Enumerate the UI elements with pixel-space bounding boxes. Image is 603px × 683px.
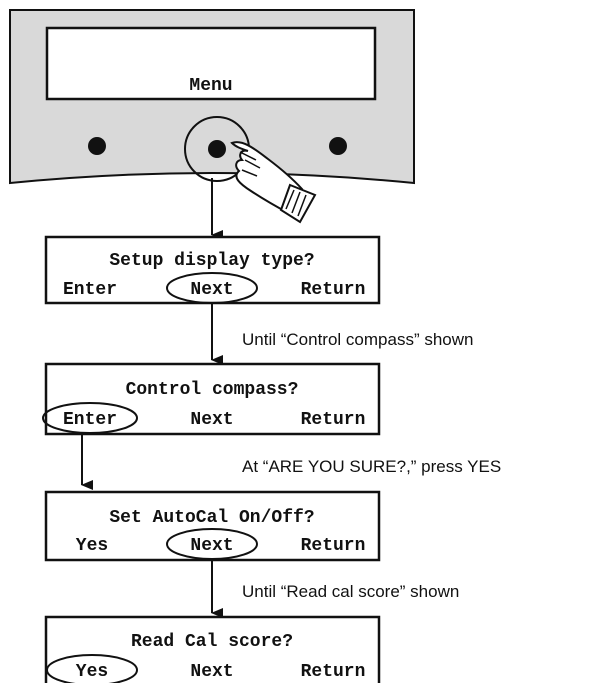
note-read-cal-score: Until “Read cal score” shown <box>242 582 459 601</box>
next-option-highlight-ring <box>166 272 258 304</box>
yes-option-highlight-ring <box>46 654 138 683</box>
yes-option[interactable]: Yes <box>76 662 108 682</box>
center-button[interactable] <box>208 140 226 158</box>
enter-option-highlight-ring <box>42 402 138 434</box>
device-panel: Menu <box>9 9 415 185</box>
next-option[interactable]: Next <box>190 280 233 300</box>
yes-option[interactable]: Yes <box>76 536 108 556</box>
left-button[interactable] <box>88 137 106 155</box>
pointing-hand-icon <box>230 141 317 224</box>
screen-set-autocal: Set AutoCal On/Off? Yes Next Return <box>44 490 381 562</box>
device-screen <box>45 26 377 101</box>
note-are-you-sure: At “ARE YOU SURE?,” press YES <box>242 457 501 476</box>
screen-control-compass: Control compass? Enter Next Return <box>42 362 381 436</box>
screen-prompt: Read Cal score? <box>131 632 293 652</box>
screen-prompt: Control compass? <box>126 380 299 400</box>
return-option[interactable]: Return <box>301 662 366 682</box>
screen-read-cal-score: Read Cal score? Yes Next Return <box>44 615 381 683</box>
next-option[interactable]: Next <box>190 662 233 682</box>
enter-option[interactable]: Enter <box>63 280 117 300</box>
return-option[interactable]: Return <box>301 280 366 300</box>
device-screen-text: Menu <box>189 76 232 96</box>
return-option[interactable]: Return <box>301 410 366 430</box>
enter-option[interactable]: Enter <box>63 410 117 430</box>
next-option[interactable]: Next <box>190 410 233 430</box>
screen-setup-display: Setup display type? Enter Next Return <box>44 235 381 305</box>
next-option[interactable]: Next <box>190 536 233 556</box>
note-control-compass: Until “Control compass” shown <box>242 330 473 349</box>
next-option-highlight-ring <box>166 528 258 560</box>
screen-prompt: Setup display type? <box>109 251 314 271</box>
right-button[interactable] <box>329 137 347 155</box>
screen-prompt: Set AutoCal On/Off? <box>109 508 314 528</box>
return-option[interactable]: Return <box>301 536 366 556</box>
